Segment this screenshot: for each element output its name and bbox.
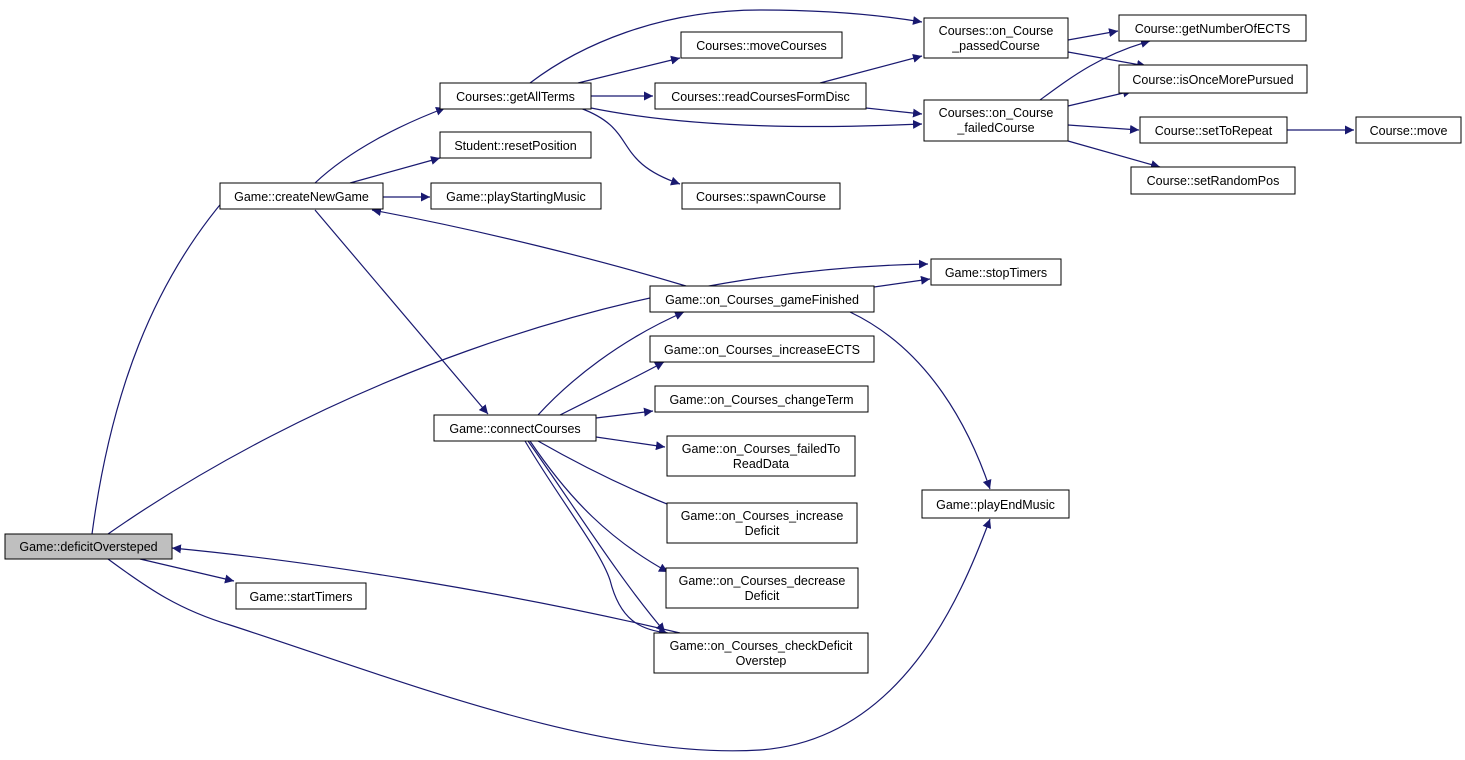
edge xyxy=(865,107,923,118)
node-label: Course::isOnceMorePursued xyxy=(1132,73,1293,87)
node-playStartingMusic[interactable]: Game::playStartingMusic xyxy=(430,182,602,210)
node-label: Game::on_Courses_gameFinished xyxy=(665,293,859,307)
edge xyxy=(91,183,239,535)
edge xyxy=(107,259,929,535)
node-getAllTerms[interactable]: Courses::getAllTerms xyxy=(439,82,592,110)
node-label: Courses::getAllTerms xyxy=(456,90,575,104)
node-increaseDeficit[interactable]: Game::on_Courses_increase Deficit xyxy=(666,502,858,544)
node-changeTerm[interactable]: Game::on_Courses_changeTerm xyxy=(654,385,869,413)
node-startTimers[interactable]: Game::startTimers xyxy=(235,582,367,610)
edge xyxy=(107,518,992,752)
node-isOnceMorePursued[interactable]: Course::isOnceMorePursued xyxy=(1118,64,1308,94)
node-label: Game::playStartingMusic xyxy=(446,190,586,204)
node-label: Game::stopTimers xyxy=(945,266,1047,280)
node-stopTimers[interactable]: Game::stopTimers xyxy=(930,258,1062,286)
node-passedCourse[interactable]: Courses::on_Course _passedCourse xyxy=(923,17,1069,59)
node-label: Courses::moveCourses xyxy=(696,39,827,53)
node-label: Deficit xyxy=(745,524,780,538)
node-label: _passedCourse xyxy=(951,39,1040,53)
edge xyxy=(529,440,669,573)
node-connectCourses[interactable]: Game::connectCourses xyxy=(433,414,597,442)
node-label: Game::on_Courses_decrease xyxy=(679,574,846,588)
node-gameFinished[interactable]: Game::on_Courses_gameFinished xyxy=(649,285,875,313)
node-label: Game::deficitOversteped xyxy=(19,540,157,554)
node-label: _failedCourse xyxy=(956,121,1034,135)
edge xyxy=(371,207,687,287)
edge xyxy=(139,558,235,584)
edge xyxy=(577,55,681,84)
edge xyxy=(873,275,931,288)
node-move[interactable]: Course::move xyxy=(1355,116,1462,144)
node-getNumberOfECTS[interactable]: Course::getNumberOfECTS xyxy=(1118,14,1307,42)
edge xyxy=(849,311,992,490)
node-failedCourse[interactable]: Courses::on_Course _failedCourse xyxy=(923,99,1069,142)
node-label: Game::on_Courses_failedTo xyxy=(682,442,840,456)
node-label: Courses::spawnCourse xyxy=(696,190,826,204)
node-setToRepeat[interactable]: Course::setToRepeat xyxy=(1139,116,1288,144)
edge xyxy=(1067,28,1119,41)
edge xyxy=(529,9,923,84)
node-readCoursesFormDisc[interactable]: Courses::readCoursesFormDisc xyxy=(654,82,867,110)
node-label: Course::getNumberOfECTS xyxy=(1135,22,1291,36)
node-label: Game::on_Courses_increaseECTS xyxy=(664,343,860,357)
node-label: Game::on_Courses_checkDeficit xyxy=(670,639,853,653)
edge xyxy=(537,440,683,511)
node-label: Game::createNewGame xyxy=(234,190,369,204)
node-failedToReadData[interactable]: Game::on_Courses_failedTo ReadData xyxy=(666,435,856,477)
node-createNewGame[interactable]: Game::createNewGame xyxy=(219,182,384,210)
edge xyxy=(1067,51,1147,69)
node-moveCourses[interactable]: Courses::moveCourses xyxy=(680,31,843,59)
node-label: Game::connectCourses xyxy=(449,422,580,436)
edge xyxy=(819,53,923,84)
edge xyxy=(1067,140,1161,169)
node-decreaseDeficit[interactable]: Game::on_Courses_decrease Deficit xyxy=(665,567,859,609)
edge xyxy=(314,209,489,415)
edge xyxy=(537,311,685,416)
node-label: Game::startTimers xyxy=(249,590,352,604)
node-label: ReadData xyxy=(733,457,789,471)
edge xyxy=(595,436,666,451)
edge xyxy=(559,361,665,416)
edge xyxy=(590,107,923,129)
node-spawnCourse[interactable]: Courses::spawnCourse xyxy=(681,182,841,210)
edge xyxy=(579,107,681,186)
edge xyxy=(314,106,446,184)
node-label: Courses::on_Course xyxy=(939,24,1054,38)
node-deficitOversteped[interactable]: Game::deficitOversteped xyxy=(4,533,173,560)
edge xyxy=(1039,39,1151,101)
edge xyxy=(524,440,669,637)
node-resetPosition[interactable]: Student::resetPosition xyxy=(439,131,592,159)
node-label: Course::move xyxy=(1370,124,1448,138)
node-setRandomPos[interactable]: Course::setRandomPos xyxy=(1130,166,1296,195)
node-label: Game::on_Courses_changeTerm xyxy=(669,393,853,407)
node-label: Overstep xyxy=(736,654,787,668)
edge xyxy=(349,156,441,184)
node-playEndMusic[interactable]: Game::playEndMusic xyxy=(921,489,1070,519)
node-label: Student::resetPosition xyxy=(454,139,576,153)
edge xyxy=(1067,124,1140,134)
edges xyxy=(91,9,1354,752)
node-label: Deficit xyxy=(745,589,780,603)
edge xyxy=(171,544,681,634)
node-label: Game::playEndMusic xyxy=(936,498,1055,512)
node-label: Course::setToRepeat xyxy=(1155,124,1273,138)
node-label: Game::on_Courses_increase xyxy=(681,509,844,523)
node-label: Courses::on_Course xyxy=(939,106,1054,120)
node-checkDeficitOverstep[interactable]: Game::on_Courses_checkDeficit Overstep xyxy=(653,632,869,674)
node-label: Courses::readCoursesFormDisc xyxy=(671,90,850,104)
node-increaseECTS[interactable]: Game::on_Courses_increaseECTS xyxy=(649,335,875,363)
edge xyxy=(595,407,654,419)
node-label: Course::setRandomPos xyxy=(1147,174,1280,188)
edge xyxy=(527,440,666,633)
